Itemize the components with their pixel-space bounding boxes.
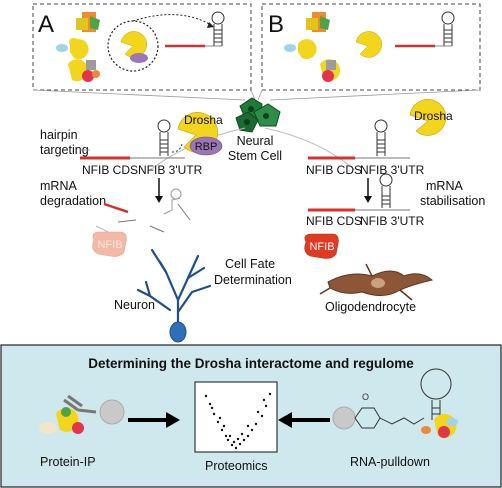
hairpin-icon bbox=[441, 11, 455, 46]
inset-panel-b: B bbox=[261, 3, 481, 91]
stem-cell-label-1: Neural bbox=[237, 134, 274, 148]
drosha-label-right: Drosha bbox=[414, 109, 453, 123]
oligodendrocyte-icon bbox=[319, 263, 434, 301]
drosha-label-left: Drosha bbox=[184, 113, 223, 127]
protein-cluster-b1 bbox=[306, 12, 330, 32]
neuron-icon bbox=[136, 248, 212, 343]
connector-lines bbox=[32, 89, 481, 101]
protein-ip-label: Protein-IP bbox=[40, 455, 96, 469]
rna-pulldown-label: RNA-pulldown bbox=[350, 455, 430, 469]
hairpin-icon bbox=[211, 11, 225, 46]
nfib-label-right: NFIB bbox=[309, 241, 334, 253]
stem-cell-label-2: Stem Cell bbox=[228, 149, 282, 163]
right-hairpin-top bbox=[374, 119, 388, 156]
cell-fate-label-2: Determination bbox=[214, 273, 292, 287]
proteomics-label: Proteomics bbox=[205, 459, 268, 473]
neural-stem-cell-icon bbox=[235, 97, 281, 133]
protein-ip-icon bbox=[39, 394, 125, 434]
dotted-arrow bbox=[132, 14, 214, 27]
drosha-icon bbox=[120, 31, 148, 58]
mrna-degradation-2: degradation bbox=[40, 194, 106, 208]
protein-cluster-a2 bbox=[56, 38, 89, 60]
bottom-title: Determining the Drosha interactome and r… bbox=[88, 356, 414, 371]
rbp-label: RBP bbox=[195, 141, 218, 153]
drosha-rbp-complex bbox=[177, 112, 223, 156]
nfib-label-left: NFIB bbox=[97, 239, 122, 251]
drosha-icon-right bbox=[409, 99, 447, 136]
mrna-degradation-1: mRNA bbox=[40, 179, 77, 193]
left-hairpin bbox=[157, 119, 183, 156]
nfib-utr-left: NFIB 3'UTR bbox=[138, 163, 203, 177]
nfib-cds-right-top: NFIB CDS bbox=[306, 163, 362, 177]
cell-fate-label-1: Cell Fate bbox=[225, 257, 275, 271]
drosha-icon bbox=[355, 31, 383, 58]
volcano-plot-icon bbox=[194, 381, 278, 453]
mrna-stabilisation-1: mRNA bbox=[426, 179, 463, 193]
nfib-utr-right-bottom: NFIB 3'UTR bbox=[360, 214, 425, 228]
nfib-protein-right bbox=[304, 233, 339, 259]
panel-letter-a: A bbox=[38, 11, 54, 38]
nfib-protein-left bbox=[92, 231, 127, 257]
nfib-utr-right-top: NFIB 3'UTR bbox=[360, 163, 425, 177]
oligodendrocyte-label: Oligodendrocyte bbox=[325, 300, 416, 314]
inset-panel-a: A bbox=[32, 3, 252, 91]
rna-pulldown-icon: O bbox=[332, 368, 458, 438]
protein-cluster-b2 bbox=[284, 39, 317, 60]
protein-cluster-a1 bbox=[76, 12, 100, 32]
neuron-label: Neuron bbox=[114, 298, 155, 312]
panel-letter-b: B bbox=[268, 11, 284, 38]
nfib-cds-left: NFIB CDS bbox=[82, 163, 138, 177]
bottom-panel: Determining the Drosha interactome and r… bbox=[0, 344, 502, 488]
protein-cluster-b3 bbox=[320, 59, 341, 82]
mrna-stabilisation-2: stabilisation bbox=[420, 194, 485, 208]
rbp-icon bbox=[130, 53, 148, 63]
hairpin-label-1: hairpin bbox=[40, 128, 78, 142]
right-hairpin-bottom bbox=[379, 173, 393, 208]
svg-text:O: O bbox=[362, 392, 369, 402]
nfib-cds-right-bottom: NFIB CDS bbox=[306, 214, 362, 228]
degraded-rna-fragments bbox=[95, 188, 191, 233]
hairpin-label-2: targeting bbox=[40, 143, 89, 157]
protein-cluster-a3 bbox=[68, 59, 100, 82]
